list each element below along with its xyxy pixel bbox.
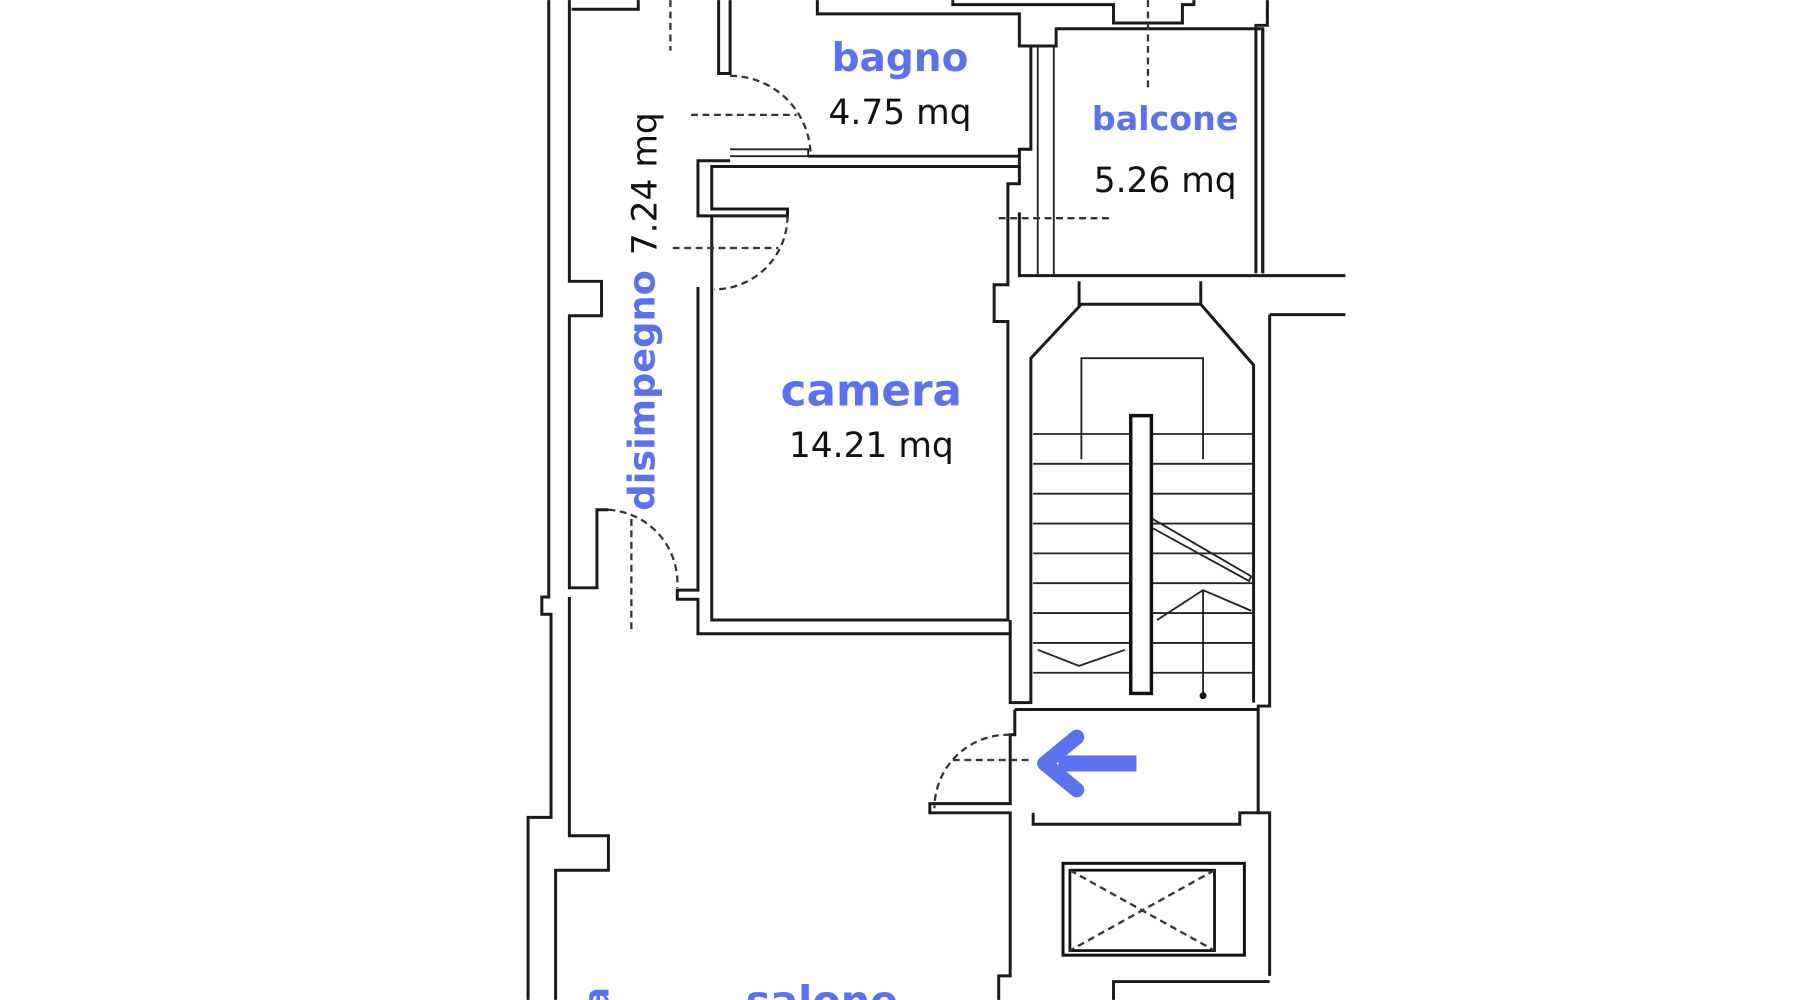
elevator-shaft-icon bbox=[1061, 861, 1246, 957]
room-label-bagno: bagno bbox=[832, 36, 969, 81]
room-label-disimpegno: disimpegno bbox=[620, 270, 663, 510]
room-label-cut: a bbox=[577, 987, 617, 1000]
room-label-salone: salone bbox=[746, 977, 898, 1000]
stair-direction-line bbox=[1152, 518, 1253, 583]
staircase-icon bbox=[1033, 433, 1254, 674]
room-area-camera: 14.21 mq bbox=[789, 426, 954, 466]
stair-rail bbox=[1129, 413, 1154, 696]
doors bbox=[608, 0, 1150, 809]
walls bbox=[526, 0, 1346, 1000]
room-area-bagno: 4.75 mq bbox=[829, 93, 972, 133]
stair-chevron bbox=[1156, 589, 1252, 621]
room-area-disimpegno: 7.24 mq bbox=[626, 112, 666, 255]
arrow-left-icon bbox=[1037, 729, 1137, 798]
room-label-balcone: balcone bbox=[1092, 99, 1239, 138]
room-area-balcone: 5.26 mq bbox=[1094, 161, 1237, 201]
stair-arrow-dot bbox=[1199, 692, 1207, 700]
stair-chevron-bottom bbox=[1037, 648, 1126, 667]
room-label-camera: camera bbox=[781, 366, 962, 416]
